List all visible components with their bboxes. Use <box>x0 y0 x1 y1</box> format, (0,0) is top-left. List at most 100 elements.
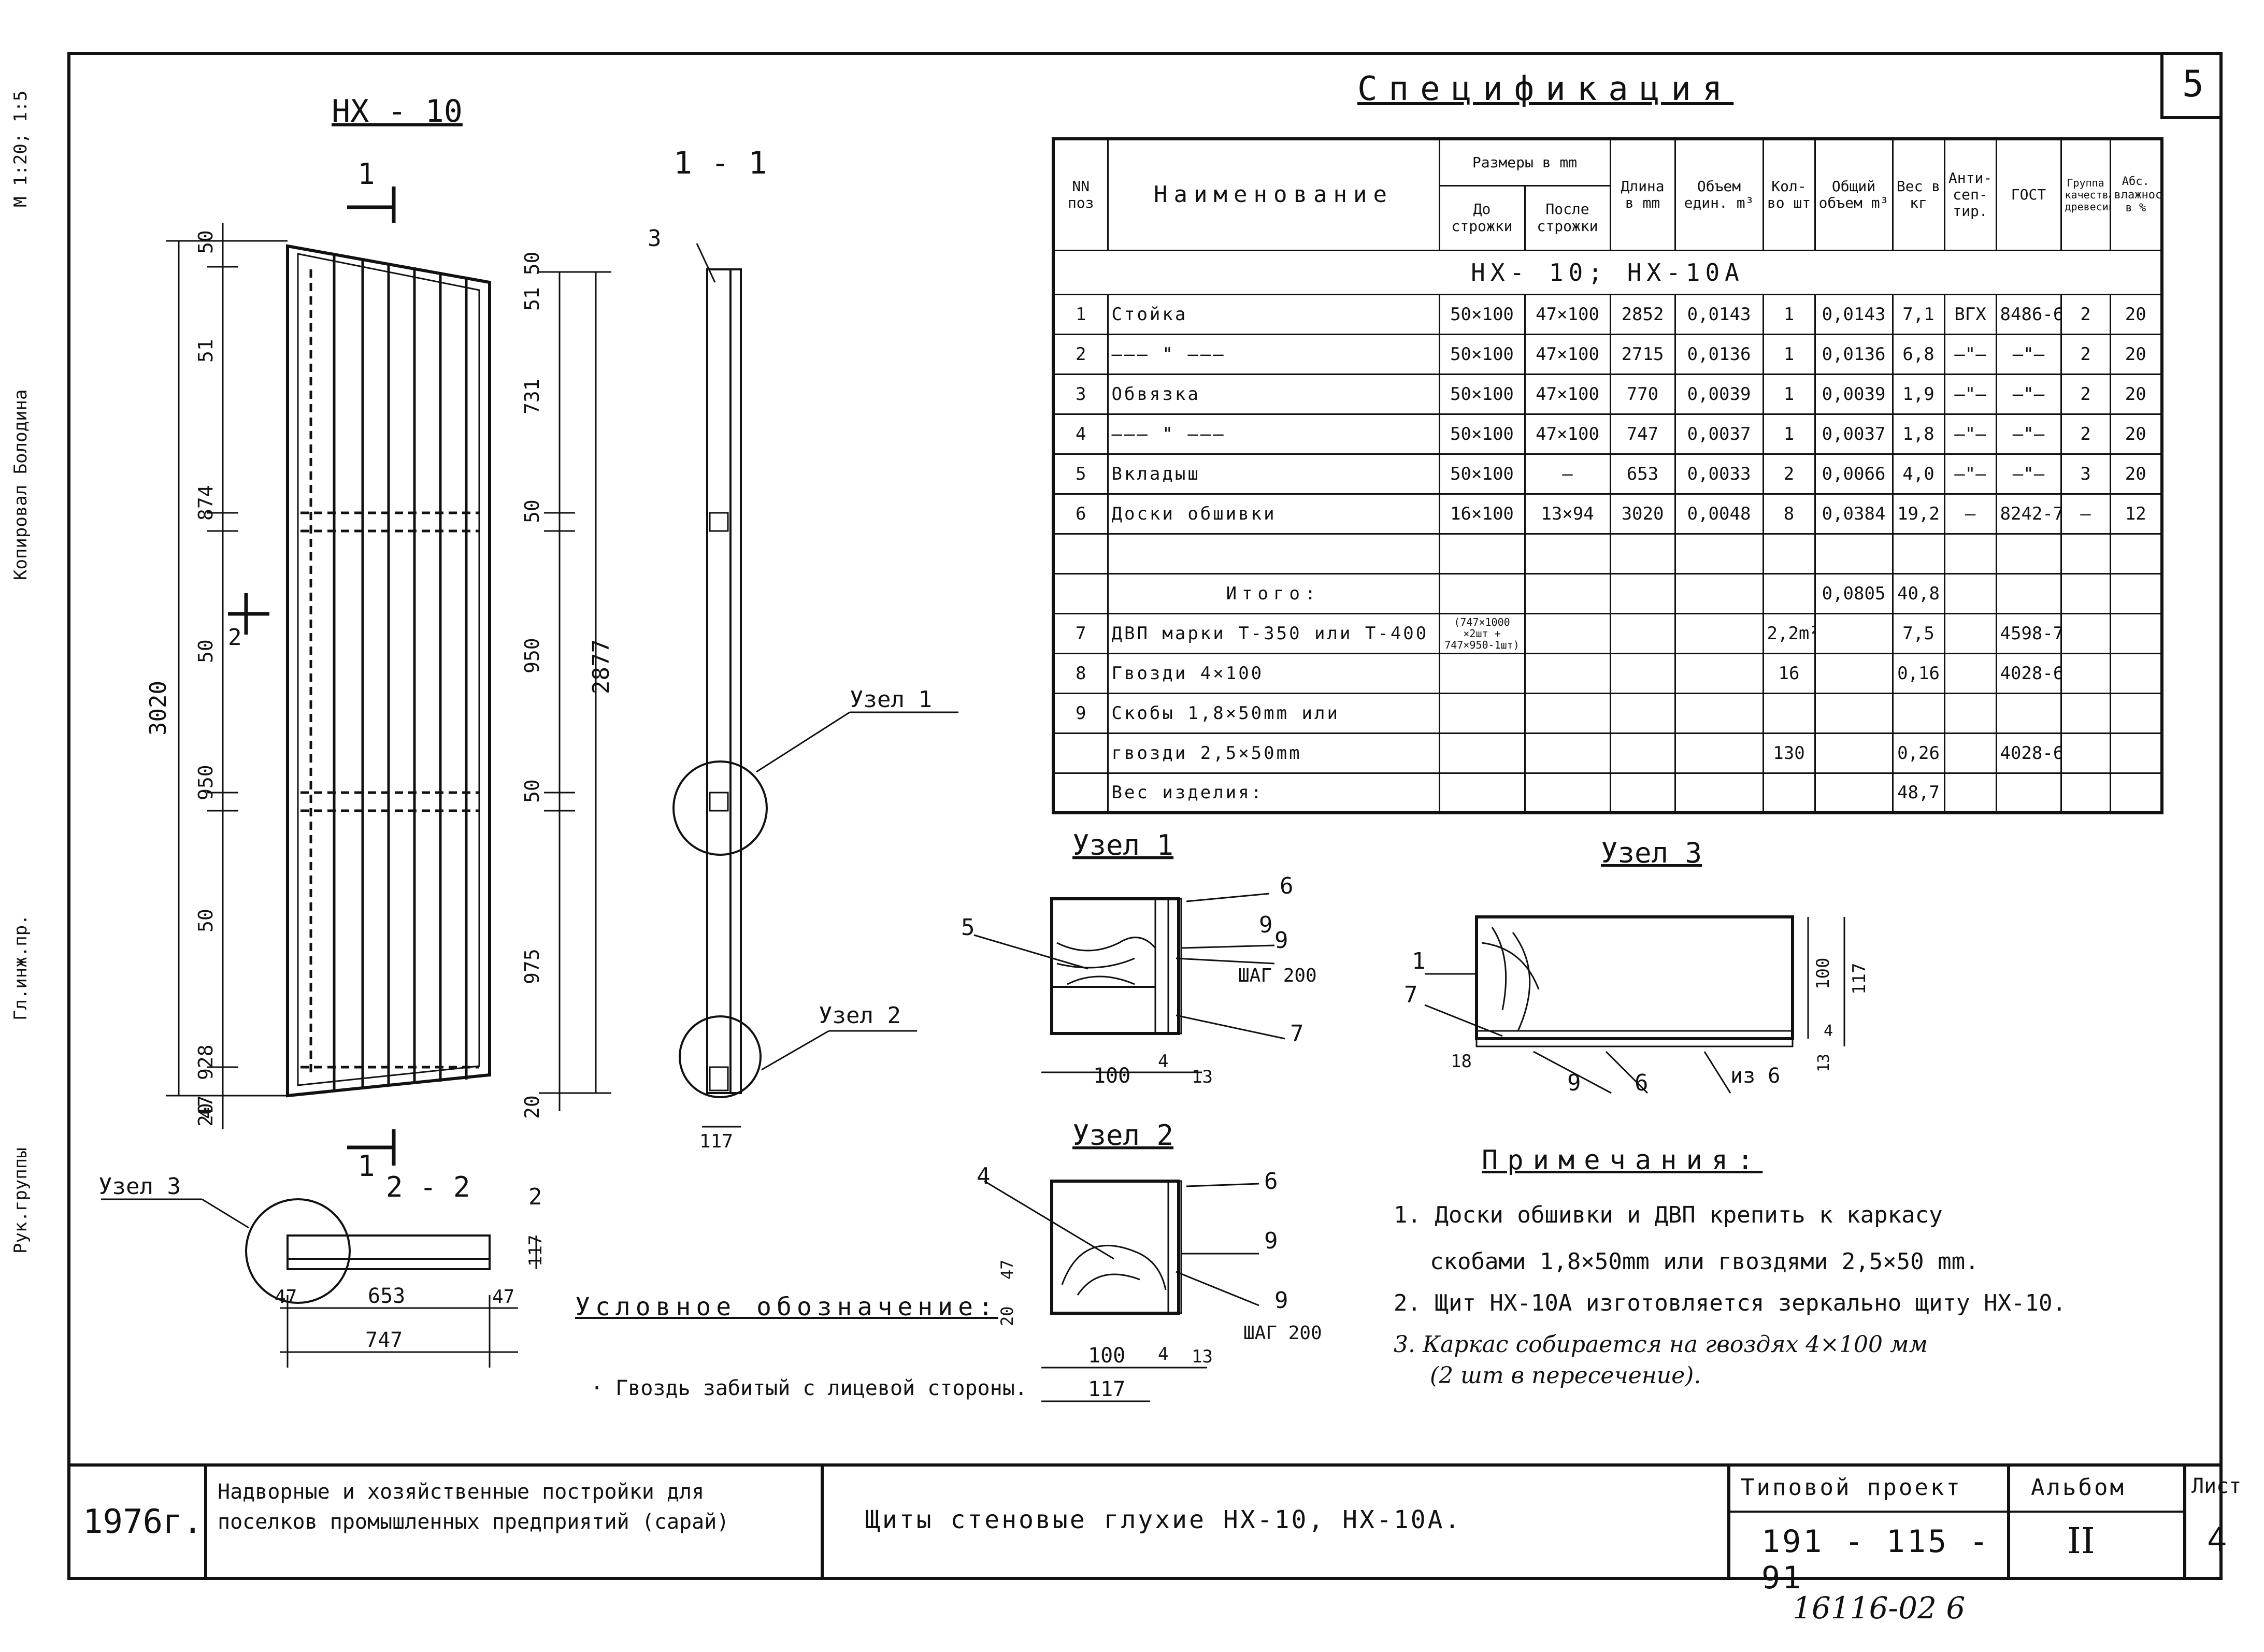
stamp-typ-label: Типовой проект <box>1741 1474 1962 1501</box>
spec-cell-after: 13×94 <box>1524 493 1611 535</box>
spec-cell-n: 6 <box>1052 493 1109 535</box>
spec-row <box>1052 533 2163 574</box>
left-dim-value: 50 <box>194 639 217 663</box>
spec-cell-anti <box>1943 612 1997 654</box>
spec-cell-n: 1 <box>1052 293 1109 335</box>
spec-cell-n: 2 <box>1052 333 1109 375</box>
right-dim-value: 731 <box>521 379 543 414</box>
spec-cell-before <box>1438 572 1526 614</box>
spec-cell-n: 9 <box>1052 692 1109 734</box>
spec-cell-grp <box>2060 732 2111 774</box>
archive-number: 16116-02 6 <box>1793 1590 1966 1626</box>
spec-cell-before: 50×100 <box>1438 373 1526 415</box>
right-dim-value: 50 <box>521 499 543 523</box>
spec-cell-length <box>1609 533 1676 574</box>
hdr-gost: ГОСТ <box>1995 138 2062 251</box>
spec-cell-length: 653 <box>1609 453 1676 495</box>
spec-cell-gost <box>1995 772 2062 814</box>
node-3-title: Узел 3 <box>1601 837 1702 869</box>
spec-cell-before: 16×100 <box>1438 493 1526 535</box>
n1-d13: 13 <box>1192 1067 1213 1087</box>
cut-mark-bottom: 1 <box>357 1150 375 1183</box>
n2-d13: 13 <box>1192 1346 1213 1367</box>
spec-cell-gost: 4598-74* <box>1995 612 2062 654</box>
spec-cell-grp: 2 <box>2060 333 2111 375</box>
spec-cell-total: 0,0136 <box>1814 333 1894 375</box>
spec-cell-total: 0,0384 <box>1814 493 1894 535</box>
spec-cell-grp: — <box>2060 493 2111 535</box>
right-dim-value: 950 <box>521 638 543 673</box>
stamp-list-label: Лист <box>2191 1474 2242 1498</box>
spec-cell-grp <box>2060 652 2111 694</box>
spec-cell-anti: —"— <box>1943 453 1997 495</box>
spec-cell-weight: 7,5 <box>1892 612 1945 654</box>
spec-cell-grp: 2 <box>2060 293 2111 335</box>
node-1-callout: Узел 1 <box>850 686 932 713</box>
section-1-1 <box>672 243 958 1128</box>
spec-cell-before: 50×100 <box>1438 453 1526 495</box>
spec-cell-abs: 12 <box>2109 493 2163 535</box>
node-1-detail <box>973 893 1285 1073</box>
left-dim-value: 20 <box>194 1103 217 1127</box>
spec-cell-weight <box>1892 533 1945 574</box>
spec-group-row: НХ- 10; НХ-10А <box>1052 249 2163 295</box>
drawing-frame <box>67 52 2223 1580</box>
spec-cell-weight: 0,26 <box>1892 732 1945 774</box>
spec-cell-n: 4 <box>1052 413 1109 455</box>
spec-cell-grp: 2 <box>2060 413 2111 455</box>
spec-cell-anti <box>1943 772 1997 814</box>
spec-cell-anti: —"— <box>1943 413 1997 455</box>
stamp-project-cell: Надворные и хозяйственные постройки для … <box>207 1467 824 1580</box>
spec-cell-weight: 1,9 <box>1892 373 1945 415</box>
spec-cell-abs <box>2109 772 2163 814</box>
right-dim-value: 51 50 <box>521 252 543 311</box>
spec-cell-length <box>1609 692 1676 734</box>
n2-pos9b: 9 <box>1274 1287 1288 1314</box>
spec-cell-total <box>1814 652 1894 694</box>
spec-cell-gost <box>1995 533 2062 574</box>
spec-cell-total: 0,0039 <box>1814 373 1894 415</box>
spec-cell-name: гвозди 2,5×50mm <box>1107 732 1440 774</box>
spec-cell-grp <box>2060 572 2111 614</box>
spec-cell-anti <box>1943 652 1997 694</box>
title-block: 1976г. Надворные и хозяйственные построй… <box>67 1463 2241 1596</box>
note-line-4: 3. Каркас собирается на гвоздях 4×100 мм <box>1394 1331 1928 1358</box>
spec-cell-grp <box>2060 692 2111 734</box>
bottom-dim-total: 747 <box>365 1328 403 1352</box>
n1-d4: 4 <box>1158 1051 1168 1072</box>
note-line-5: (2 шт в пересечение). <box>1430 1362 1701 1389</box>
overall-dim-left: 3020 <box>145 681 171 736</box>
legend-title: Условное обозначение: <box>575 1292 998 1321</box>
spec-cell-after <box>1524 732 1611 774</box>
node-2-detail <box>984 1180 1259 1402</box>
spec-cell-before <box>1438 652 1526 694</box>
n3-d117: 117 <box>1849 963 1870 995</box>
spec-cell-volume <box>1674 772 1764 814</box>
n2-d4: 4 <box>1158 1344 1168 1364</box>
n2-pos4: 4 <box>977 1163 991 1189</box>
spec-cell-qty: 8 <box>1762 493 1816 535</box>
spec-cell-gost: —"— <box>1995 333 2062 375</box>
hdr-abs: Абс. влажность в % <box>2109 138 2163 251</box>
spec-title: Спецификация <box>1357 70 1734 108</box>
n2-d100: 100 <box>1088 1344 1125 1368</box>
spec-cell-volume <box>1674 572 1764 614</box>
spec-cell-before <box>1438 533 1526 574</box>
spec-cell-abs <box>2109 652 2163 694</box>
section-2-2 <box>101 1198 537 1368</box>
spec-cell-anti <box>1943 732 1997 774</box>
right-dim-value: 50 <box>521 779 543 803</box>
hdr-nn: NN поз <box>1052 138 1109 251</box>
pos-2-label: 2 <box>528 1184 542 1210</box>
main-drawing-title: НХ - 10 <box>332 93 463 130</box>
spec-cell-name: ДВП марки Т-350 или Т-400 δ=4 <box>1107 612 1440 654</box>
pos-3-label: 3 <box>648 225 662 252</box>
node-2-title: Узел 2 <box>1072 1119 1173 1152</box>
spec-cell-before <box>1438 732 1526 774</box>
cut-mark-2: 2 <box>228 624 242 651</box>
